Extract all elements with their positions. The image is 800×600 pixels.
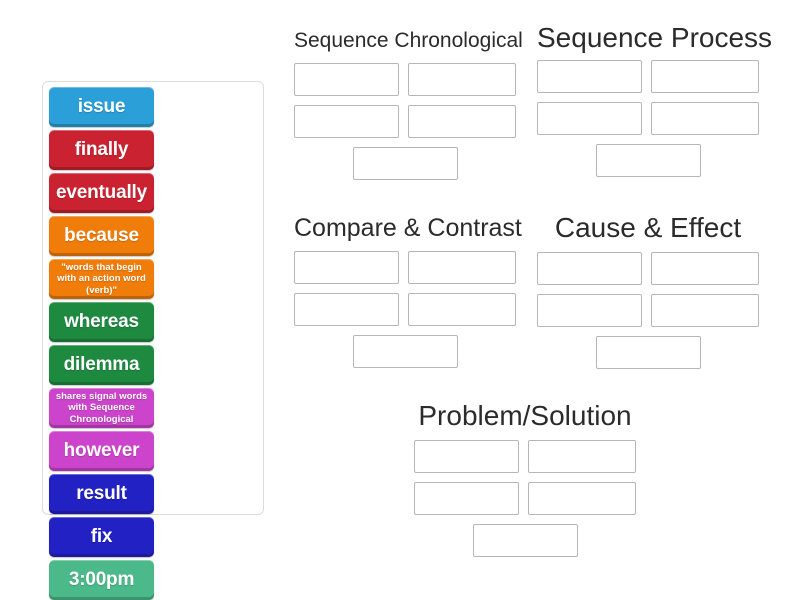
word-tile[interactable]: fix (49, 517, 154, 557)
drop-slot[interactable] (294, 251, 399, 284)
drop-slot[interactable] (651, 252, 759, 285)
word-tile[interactable]: because (49, 216, 154, 256)
word-tile[interactable]: whereas (49, 302, 154, 342)
drop-slot[interactable] (537, 294, 642, 327)
drop-slot[interactable] (595, 336, 701, 369)
group-title: Problem/Solution (418, 400, 632, 431)
word-tile[interactable]: issue (49, 87, 154, 127)
group-compare-and-contrast[interactable]: Compare & Contrast (294, 214, 522, 377)
drop-slot[interactable] (294, 293, 399, 326)
drop-slot[interactable] (352, 335, 458, 368)
drop-slot[interactable] (294, 63, 399, 96)
word-tile[interactable]: 3:00pm (49, 560, 154, 600)
drop-slots[interactable] (294, 251, 516, 368)
word-tile[interactable]: eventually (49, 173, 154, 213)
group-cause-and-effect[interactable]: Cause & Effect (537, 214, 759, 378)
drop-slot[interactable] (651, 102, 759, 135)
word-tile[interactable]: shares signal words with Sequence Chrono… (49, 388, 154, 428)
word-tile[interactable]: finally (49, 130, 154, 170)
group-sequence-chronological[interactable]: Sequence Chronological (294, 29, 523, 189)
drop-slot[interactable] (408, 63, 516, 96)
group-title: Compare & Contrast (294, 214, 522, 242)
group-title: Sequence Chronological (294, 29, 523, 52)
drop-slots[interactable] (537, 252, 759, 369)
word-tile[interactable]: however (49, 431, 154, 471)
drop-slot[interactable] (537, 60, 642, 93)
word-tile[interactable]: result (49, 474, 154, 514)
drop-slot[interactable] (408, 293, 516, 326)
drop-slot[interactable] (651, 294, 759, 327)
group-sequence-process[interactable]: Sequence Process (537, 22, 773, 186)
drop-slot[interactable] (352, 147, 458, 180)
drop-slot[interactable] (294, 105, 399, 138)
drop-slot[interactable] (595, 144, 701, 177)
drop-slot[interactable] (528, 440, 636, 473)
group-problem-solution[interactable]: Problem/Solution (414, 402, 636, 566)
drop-slot[interactable] (408, 251, 516, 284)
word-tile[interactable]: "words that begin with an action word (v… (49, 259, 154, 299)
drop-slot[interactable] (414, 440, 519, 473)
group-title: Cause & Effect (554, 212, 742, 243)
drop-slot[interactable] (414, 482, 519, 515)
drop-slots[interactable] (414, 440, 636, 557)
word-tile[interactable]: dilemma (49, 345, 154, 385)
drop-slot[interactable] (537, 252, 642, 285)
group-title: Sequence Process (537, 22, 773, 53)
drop-slot[interactable] (528, 482, 636, 515)
drop-slot[interactable] (651, 60, 759, 93)
drop-slot[interactable] (408, 105, 516, 138)
drop-slot[interactable] (537, 102, 642, 135)
drop-slots[interactable] (294, 63, 516, 180)
drop-slots[interactable] (537, 60, 759, 177)
drop-slot[interactable] (472, 524, 578, 557)
